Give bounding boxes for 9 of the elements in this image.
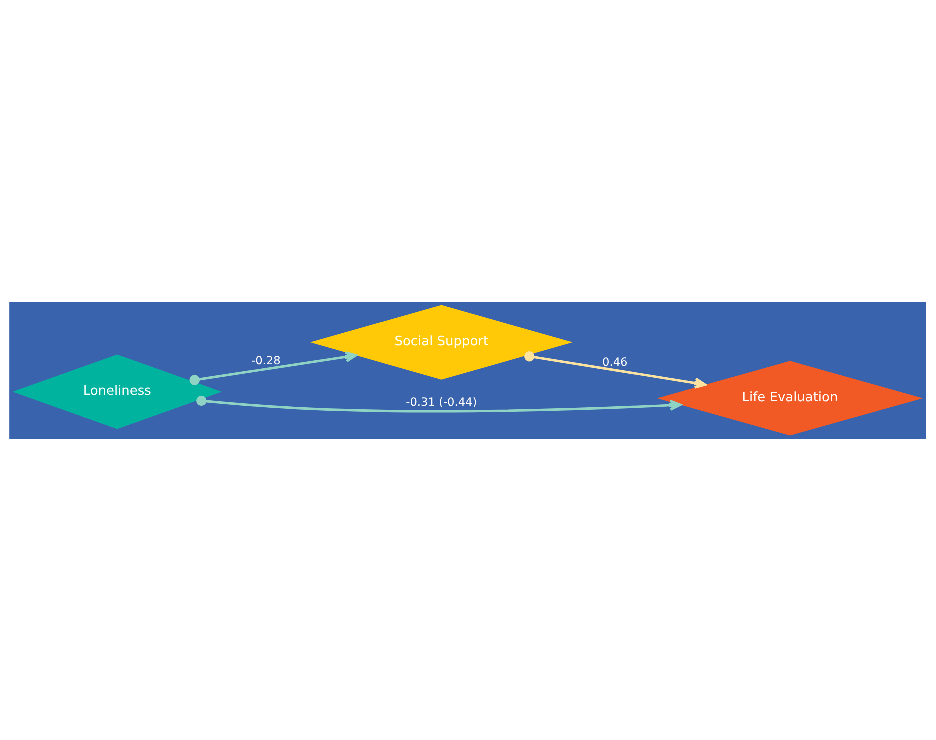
edge-label: -0.31 (-0.44) xyxy=(406,394,478,408)
arrow xyxy=(190,350,358,385)
arrow xyxy=(524,350,706,388)
node-diamond: Life Evaluation xyxy=(657,360,924,436)
node-diamond: Loneliness xyxy=(12,354,222,429)
edge-label: -0.28 xyxy=(251,353,281,368)
edge-label: 0.46 xyxy=(602,354,628,369)
arrow xyxy=(196,395,682,412)
node-diamond: Social Support xyxy=(310,304,573,380)
